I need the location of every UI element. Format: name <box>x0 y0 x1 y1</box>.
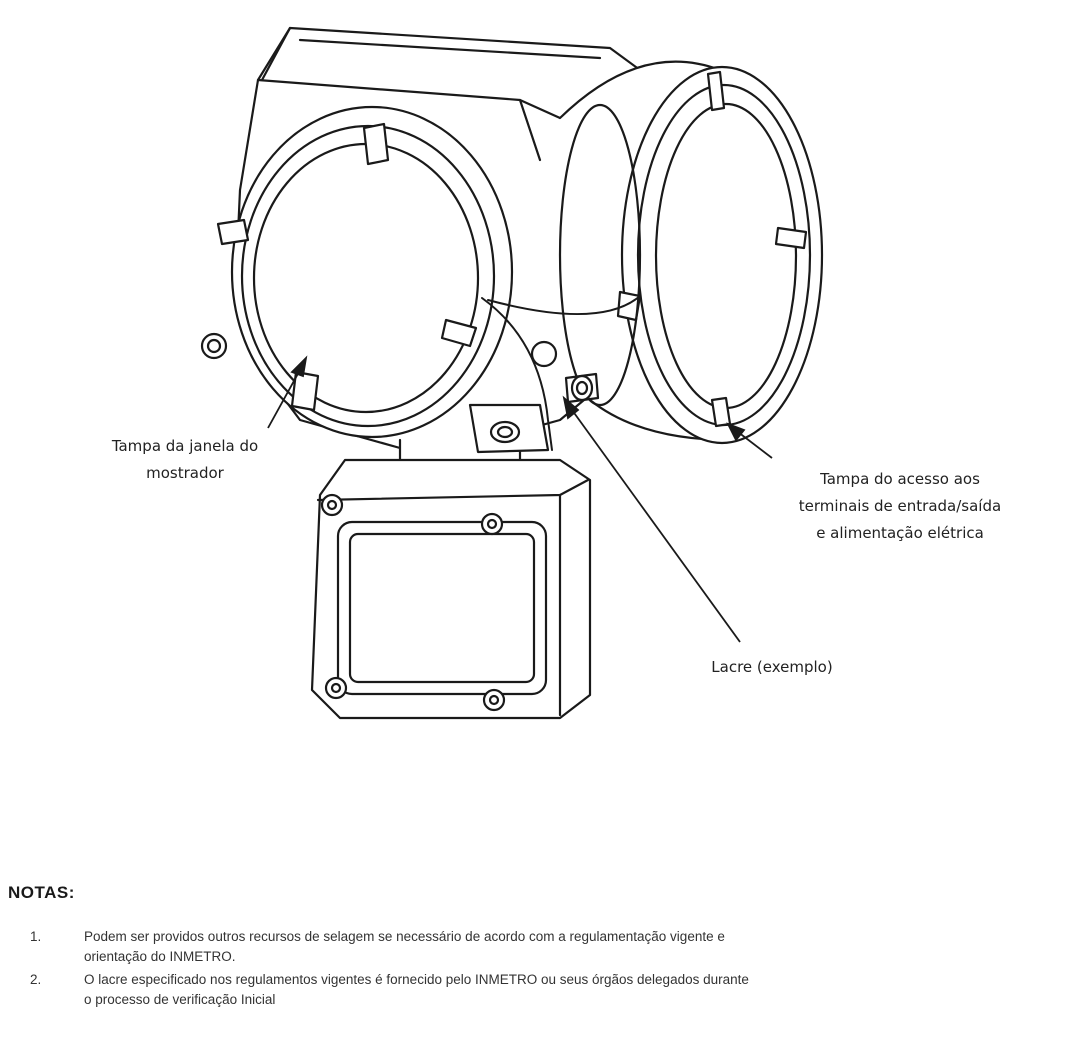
note-text: O lacre especificado nos regulamentos vi… <box>84 970 1074 1010</box>
callout-seal: Lacre (exemplo) <box>682 654 862 681</box>
note-number: 1. <box>30 929 42 944</box>
leader-terminal-cover <box>726 422 773 459</box>
note-line: o processo de verificação Inicial <box>84 992 276 1007</box>
seal-assembly <box>481 295 641 451</box>
terminal-cover <box>558 60 824 445</box>
junction-box <box>310 458 592 720</box>
callout-line: e alimentação elétrica <box>816 524 984 542</box>
leader-display-cover <box>267 355 308 429</box>
note-text: Podem ser providos outros recursos de se… <box>84 927 1074 967</box>
transmitter-drawing <box>200 26 824 720</box>
note-line: orientação do INMETRO. <box>84 949 236 964</box>
callout-terminal-cover: Tampa do acesso aos terminais de entrada… <box>752 466 1048 547</box>
callout-line: terminais de entrada/saída <box>798 497 1002 515</box>
notes-title: NOTAS: <box>8 883 75 902</box>
note-line: Podem ser providos outros recursos de se… <box>84 929 725 944</box>
callout-line: mostrador <box>146 464 224 482</box>
side-bolt <box>200 332 228 360</box>
callout-line: Lacre (exemplo) <box>711 658 833 676</box>
note-line: O lacre especificado nos regulamentos vi… <box>84 972 749 987</box>
callout-line: Tampa da janela do <box>111 437 259 455</box>
note-number: 2. <box>30 972 42 987</box>
callout-display-cover: Tampa da janela do mostrador <box>60 433 310 487</box>
callout-line: Tampa do acesso aos <box>820 470 980 488</box>
display-cover <box>216 105 514 439</box>
leader-seal <box>562 395 741 643</box>
